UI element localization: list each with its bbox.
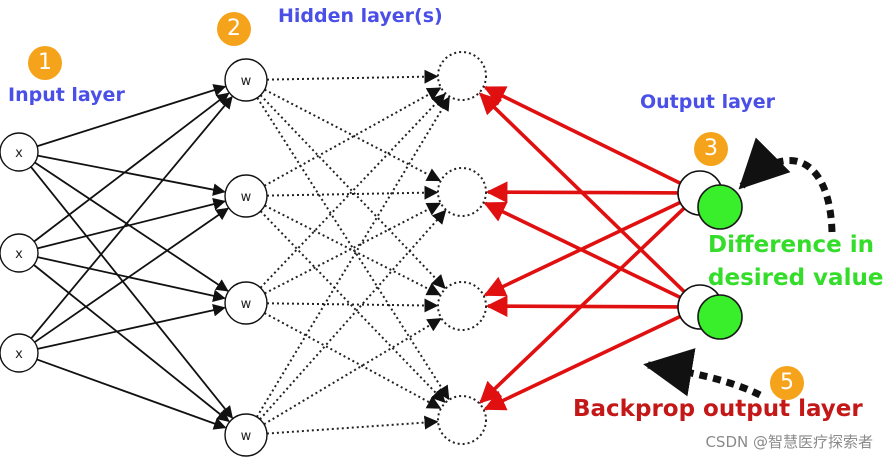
input-layer-label: Input layer <box>8 84 125 106</box>
dotted-connection-arrow <box>256 97 450 401</box>
connection-arrow <box>36 358 227 430</box>
connection-arrow <box>34 161 229 292</box>
backprop-arrow <box>483 201 683 300</box>
curved-dotted-arrows <box>643 137 836 399</box>
input-node-label: x <box>15 347 23 362</box>
network-nodes: x x x w w w w <box>0 51 743 457</box>
hidden-layers-label: Hidden layer(s) <box>278 5 443 27</box>
dotted-connection-arrow <box>264 202 442 295</box>
dotted-connection-arrow <box>266 298 439 313</box>
connection-arrow <box>34 207 229 343</box>
connection-arrow <box>37 154 226 196</box>
backprop-arrow <box>479 92 687 295</box>
curved-arrow-to-output <box>738 137 836 233</box>
hidden-node-dotted <box>437 395 487 445</box>
backprop-arrow <box>485 295 681 317</box>
hidden-node-dotted <box>437 281 487 331</box>
hidden-node-dotted <box>437 51 487 101</box>
hidden-node <box>224 281 268 325</box>
connection-arrow <box>37 304 226 350</box>
input-node <box>0 233 39 273</box>
hidden-node <box>224 174 268 218</box>
step-badge-3: 3 <box>694 132 728 166</box>
dotted-connection-arrow <box>263 87 442 187</box>
dotted-connection-arrow <box>266 185 439 200</box>
dotted-connection-arrow <box>259 210 446 404</box>
input-to-hidden-connections <box>30 84 234 430</box>
dotted-connection-arrow <box>263 312 442 409</box>
hidden-node-label: w <box>241 74 252 89</box>
backprop-arrows <box>479 85 687 411</box>
hidden-node-label: w <box>241 297 252 312</box>
step-badge-2: 2 <box>217 12 251 46</box>
backprop-arrow <box>483 199 683 297</box>
hidden-node-label: w <box>241 429 252 444</box>
error-node <box>697 294 743 340</box>
dotted-connection-arrow <box>266 415 439 435</box>
input-node <box>0 333 39 373</box>
dotted-arrow-backprop <box>643 348 762 399</box>
input-node <box>0 132 39 172</box>
step-badge-5: 5 <box>770 366 804 400</box>
hidden-node-label: w <box>241 190 252 205</box>
connection-arrow <box>36 84 227 148</box>
dotted-connection-arrow <box>255 96 450 418</box>
input-node-label: x <box>15 247 23 262</box>
connection-arrow <box>30 166 234 419</box>
connection-arrow <box>30 95 233 339</box>
error-node <box>697 184 743 230</box>
step-badge-1: 1 <box>28 46 62 80</box>
connection-arrow <box>33 264 230 423</box>
difference-label-line2: desired values <box>708 265 883 291</box>
hidden-node-dotted <box>437 167 487 217</box>
connection-arrow <box>33 92 230 243</box>
dotted-connection-arrow <box>266 69 439 84</box>
connection-arrow <box>37 198 226 250</box>
backprop-label: Backprop output layer <box>573 396 863 422</box>
connection-arrow <box>37 256 226 302</box>
hidden-node <box>224 413 268 457</box>
dotted-connection-arrow <box>259 209 447 420</box>
backprop-arrow <box>483 313 683 411</box>
hidden-to-hidden-connections <box>255 69 450 435</box>
dotted-connection-arrow <box>264 204 441 296</box>
input-node-label: x <box>15 146 23 161</box>
output-layer-label: Output layer <box>640 91 775 113</box>
backprop-arrow <box>479 205 687 404</box>
backprop-arrow <box>483 85 683 186</box>
hidden-node <box>224 58 268 102</box>
difference-label-line1: Difference in <box>708 232 875 258</box>
watermark: CSDN @智慧医疗探索者 <box>705 433 873 451</box>
dotted-connection-arrow <box>263 317 442 426</box>
